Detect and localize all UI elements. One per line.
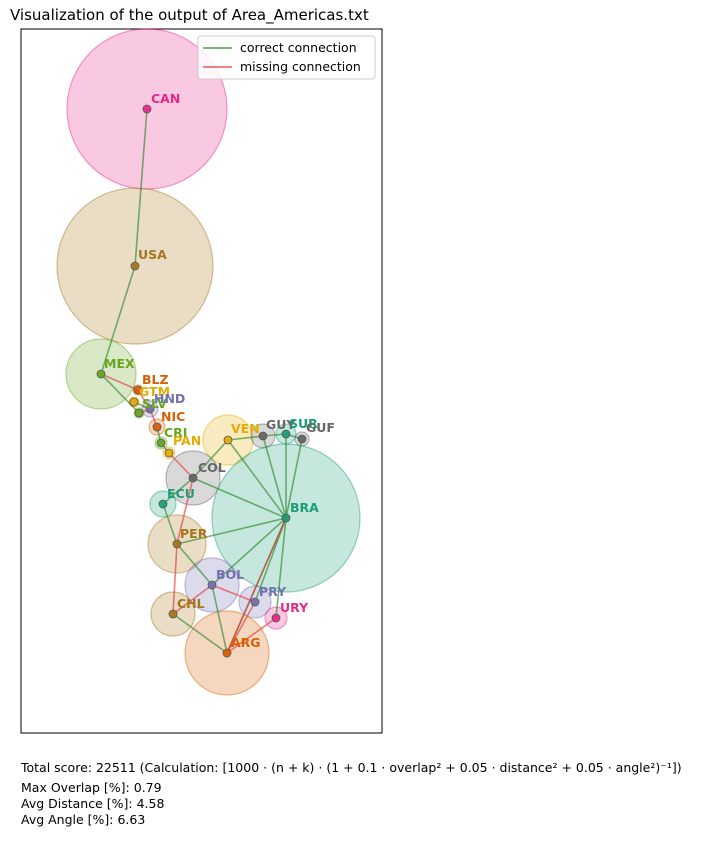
marker-ury — [271, 613, 281, 623]
label-hnd: HND — [154, 391, 185, 406]
marker-guy — [258, 431, 268, 441]
label-slv: SLV — [142, 396, 167, 411]
correct-edge-can-usa — [134, 108, 148, 267]
correct-edge-per-bra — [176, 517, 287, 545]
missing-edge-col-per — [176, 477, 194, 545]
label-ven: VEN — [231, 421, 260, 436]
label-bra: BRA — [290, 500, 319, 515]
label-col: COL — [198, 460, 226, 475]
marker-per — [172, 539, 182, 549]
marker-ecu — [158, 499, 168, 509]
marker-blz — [133, 385, 143, 395]
marker-chl — [168, 609, 178, 619]
marker-guf — [297, 434, 307, 444]
marker-slv — [134, 408, 144, 418]
marker-can — [142, 104, 152, 114]
correct-edge-col-ven — [192, 439, 229, 479]
marker-arg — [222, 648, 232, 658]
correct-edge-mex-slv — [100, 373, 140, 414]
marker-pry — [250, 597, 260, 607]
label-ecu: ECU — [167, 486, 195, 501]
label-arg: ARG — [231, 635, 261, 650]
marker-nic — [152, 422, 162, 432]
marker-gtm — [129, 397, 139, 407]
label-cri: CRI — [164, 425, 187, 440]
correct-edge-per-bol — [176, 543, 213, 586]
correct-edge-ecu-per — [162, 503, 178, 545]
country-bubbles — [56, 28, 361, 696]
figure-title: Visualization of the output of Area_Amer… — [10, 6, 369, 24]
label-mex: MEX — [104, 356, 135, 371]
marker-bra — [281, 513, 291, 523]
label-gtm: GTM — [139, 384, 170, 399]
label-blz: BLZ — [142, 372, 169, 387]
label-guf: GUF — [306, 420, 335, 435]
marker-usa — [130, 261, 140, 271]
marker-hnd — [145, 404, 155, 414]
missing-edge-bol-pry — [211, 584, 256, 603]
missing-edge-per-chl — [172, 543, 178, 615]
label-can: CAN — [151, 91, 180, 106]
correct-edge-usa-mex — [100, 265, 136, 375]
marker-sur — [281, 429, 291, 439]
country-markers — [96, 104, 307, 658]
label-guy: GUY — [266, 417, 296, 432]
marker-col — [188, 473, 198, 483]
missing-edge-bol-chl — [172, 584, 213, 615]
marker-bol — [207, 580, 217, 590]
correct-edge-pry-bra — [254, 517, 287, 603]
correct-edge-bol-bra — [211, 517, 287, 586]
label-usa: USA — [138, 247, 167, 262]
marker-mex — [96, 369, 106, 379]
correct-edge-guy-bra — [262, 435, 287, 519]
missing-edge-mex-blz — [100, 373, 139, 391]
correct-edge-bol-arg — [211, 584, 228, 654]
max-overlap: Max Overlap [%]: 0.79 — [21, 780, 162, 795]
label-per: PER — [180, 526, 208, 541]
total-score: Total score: 22511 (Calculation: [1000 ·… — [21, 760, 682, 775]
missing-edge-col-pan — [168, 452, 194, 479]
connections — [100, 108, 303, 654]
marker-cri — [156, 438, 166, 448]
correct-edge-ury-bra — [275, 517, 287, 619]
avg-distance: Avg Distance [%]: 4.58 — [21, 796, 165, 811]
marker-ven — [223, 435, 233, 445]
legend-box — [197, 35, 376, 80]
missing-edge-arg-bra — [226, 517, 287, 654]
correct-edge-col-ecu — [162, 477, 194, 505]
label-nic: NIC — [161, 409, 185, 424]
legend-missing-label: missing connection — [240, 59, 361, 74]
missing-edge-arg-ury — [226, 617, 277, 654]
legend-correct-label: correct connection — [240, 40, 357, 55]
missing-edge-arg-pry — [226, 601, 256, 654]
avg-angle: Avg Angle [%]: 6.63 — [21, 812, 146, 827]
label-pan: PAN — [173, 433, 201, 448]
legend: correct connection missing connection — [197, 35, 376, 80]
correct-edge-chl-arg — [172, 613, 228, 654]
label-ury: URY — [280, 600, 309, 615]
label-bol: BOL — [216, 567, 244, 582]
axes-frame — [20, 28, 383, 734]
correct-edge-ven-guy — [227, 435, 264, 441]
label-pry: PRY — [259, 584, 287, 599]
correct-edge-ven-bra — [227, 439, 287, 519]
correct-edge-guf-bra — [285, 438, 303, 519]
correct-edge-col-bra — [192, 477, 287, 519]
marker-pan — [164, 448, 174, 458]
label-sur: SUR — [289, 416, 318, 431]
label-chl: CHL — [177, 596, 205, 611]
